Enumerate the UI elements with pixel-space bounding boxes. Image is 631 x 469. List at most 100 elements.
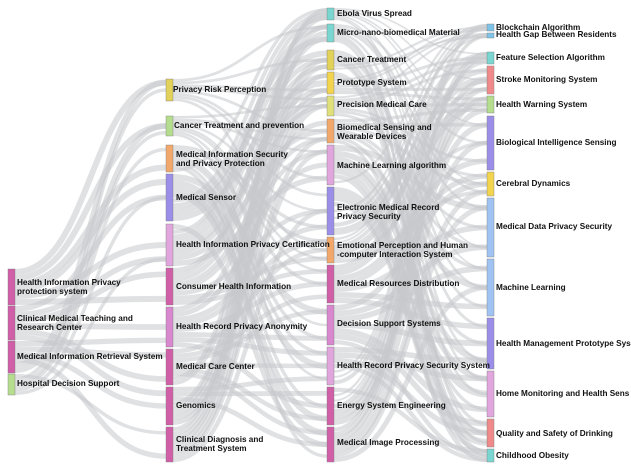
link-c0n0-c1n1	[14, 123, 167, 281]
node-c3n12	[486, 448, 495, 463]
link-c2n13-c3n2	[333, 56, 488, 432]
link-c1n9-c2n1	[172, 30, 328, 436]
link-c1n9-c2n6	[172, 149, 328, 458]
node-c0n1	[7, 305, 16, 341]
link-c2n0-c3n5	[333, 13, 488, 126]
link-c2n13-c3n8	[333, 285, 488, 462]
node-label-c3n2: Feature Selection Algorithm	[496, 53, 605, 62]
node-c0n0	[7, 268, 16, 306]
node-label-c3n12: Childhood Obesity	[496, 451, 569, 460]
node-label-c2n13: Medical Image Processing	[337, 438, 439, 447]
link-c0n3-c1n2	[14, 147, 167, 388]
node-c3n6	[486, 171, 495, 197]
link-c0n0-c1n0	[14, 79, 167, 275]
link-c2n12-c3n1	[333, 36, 488, 402]
link-c2n11-c3n0	[333, 24, 488, 373]
node-c3n11	[486, 418, 495, 448]
node-c1n3	[165, 173, 174, 222]
node-label-c1n1: Cancer Treatment and prevention	[174, 121, 304, 130]
node-c1n7	[165, 348, 174, 386]
link-c1n4-c2n2	[172, 57, 328, 246]
link-c0n2-c1n1	[14, 123, 167, 373]
node-c2n11	[326, 346, 335, 386]
link-c0n3-c1n1	[14, 130, 167, 385]
node-label-c3n7: Medical Data Privacy Security	[496, 222, 612, 231]
node-c1n8	[165, 386, 174, 426]
node-c2n13	[326, 426, 335, 463]
node-c2n6	[326, 144, 335, 186]
node-c2n0	[326, 7, 335, 21]
link-c0n3-c1n0	[14, 88, 167, 381]
link-c2n11-c3n11	[333, 357, 488, 436]
node-c3n8	[486, 258, 495, 317]
node-label-c1n4: Health Information Privacy Certification	[176, 240, 330, 249]
link-c2n6-c3n0	[333, 24, 488, 184]
node-label-c0n2: Medical Information Retrieval System	[17, 352, 163, 361]
node-label-c3n1: Health Gap Between Residents	[496, 30, 617, 39]
node-c3n9	[486, 317, 495, 370]
node-c1n6	[165, 306, 174, 348]
link-c2n13-c3n7	[333, 205, 488, 457]
node-label-c3n3: Stroke Monitoring System	[496, 75, 597, 84]
node-c1n0	[165, 78, 174, 102]
node-c2n8	[326, 236, 335, 264]
node-c3n7	[486, 197, 495, 258]
node-label-c0n3: Hospital Decision Support	[17, 379, 120, 388]
link-c1n3-c2n0	[172, 12, 328, 203]
link-c0n2-c1n0	[14, 80, 167, 368]
node-label-c3n11: Quality and Safety of Drinking	[496, 429, 613, 438]
link-c1n6-c2n11	[172, 337, 328, 356]
link-c2n0-c3n6	[333, 14, 488, 185]
node-label-c2n3: Prototype System	[337, 78, 407, 87]
node-c1n2	[165, 144, 174, 173]
node-label-c1n3: Medical Sensor	[176, 193, 237, 202]
node-label-c1n0: Privacy Risk Perception	[173, 85, 266, 94]
node-c2n10	[326, 304, 335, 346]
node-label-c3n10: Home Monitoring and Health Sens	[496, 389, 630, 398]
link-c0n2-c1n9	[14, 357, 167, 459]
node-c1n9	[165, 426, 174, 463]
link-c2n13-c3n5	[333, 140, 488, 447]
link-c1n2-c2n0	[172, 8, 328, 173]
node-c1n4	[165, 223, 174, 267]
node-c3n5	[486, 115, 495, 171]
link-c1n9-c2n4	[172, 103, 328, 449]
node-c2n1	[326, 23, 335, 43]
node-label-c2n1: Micro-nano-biomedical Material	[337, 28, 460, 37]
link-c1n7-c2n9	[172, 294, 328, 358]
link-c2n12-c3n0	[333, 26, 488, 397]
link-c0n2-c1n7	[14, 346, 167, 358]
link-c0n2-c1n6	[14, 337, 167, 347]
flow-nodes	[7, 7, 495, 463]
node-c1n5	[165, 267, 174, 306]
node-label-c2n8: Emotional Perception and Human-computer …	[337, 241, 468, 259]
link-c0n3-c1n4	[14, 257, 167, 395]
node-label-c3n9: Health Management Prototype Sys	[496, 339, 631, 348]
node-label-c1n5: Consumer Health Information	[176, 282, 291, 291]
node-label-c1n6: Health Record Privacy Anonymity	[176, 322, 308, 331]
link-c0n1-c1n4	[14, 256, 167, 318]
link-c0n3-c1n3	[14, 195, 167, 392]
node-label-c3n0: Blockchain Algorithm	[496, 23, 580, 32]
node-label-c2n11: Health Record Privacy Security System	[337, 361, 490, 370]
node-label-c2n12: Energy System Engineering	[337, 401, 446, 410]
link-c2n2-c3n0	[333, 26, 488, 67]
node-c2n3	[326, 71, 335, 95]
node-label-c2n0: Ebola Virus Spread	[337, 9, 412, 18]
node-c3n2	[486, 51, 495, 65]
node-c0n3	[7, 373, 16, 396]
node-c2n7	[326, 186, 335, 236]
node-c2n5	[326, 118, 335, 144]
node-label-c2n10: Decision Support Systems	[337, 319, 441, 328]
link-c2n11-c3n9	[333, 347, 488, 364]
link-c2n7-c3n0	[333, 26, 488, 213]
link-c1n9-c2n3	[172, 73, 328, 445]
node-c3n4	[486, 95, 495, 114]
node-c1n1	[165, 115, 174, 137]
node-c3n10	[486, 370, 495, 418]
node-label-c3n8: Machine Learning	[496, 283, 566, 292]
